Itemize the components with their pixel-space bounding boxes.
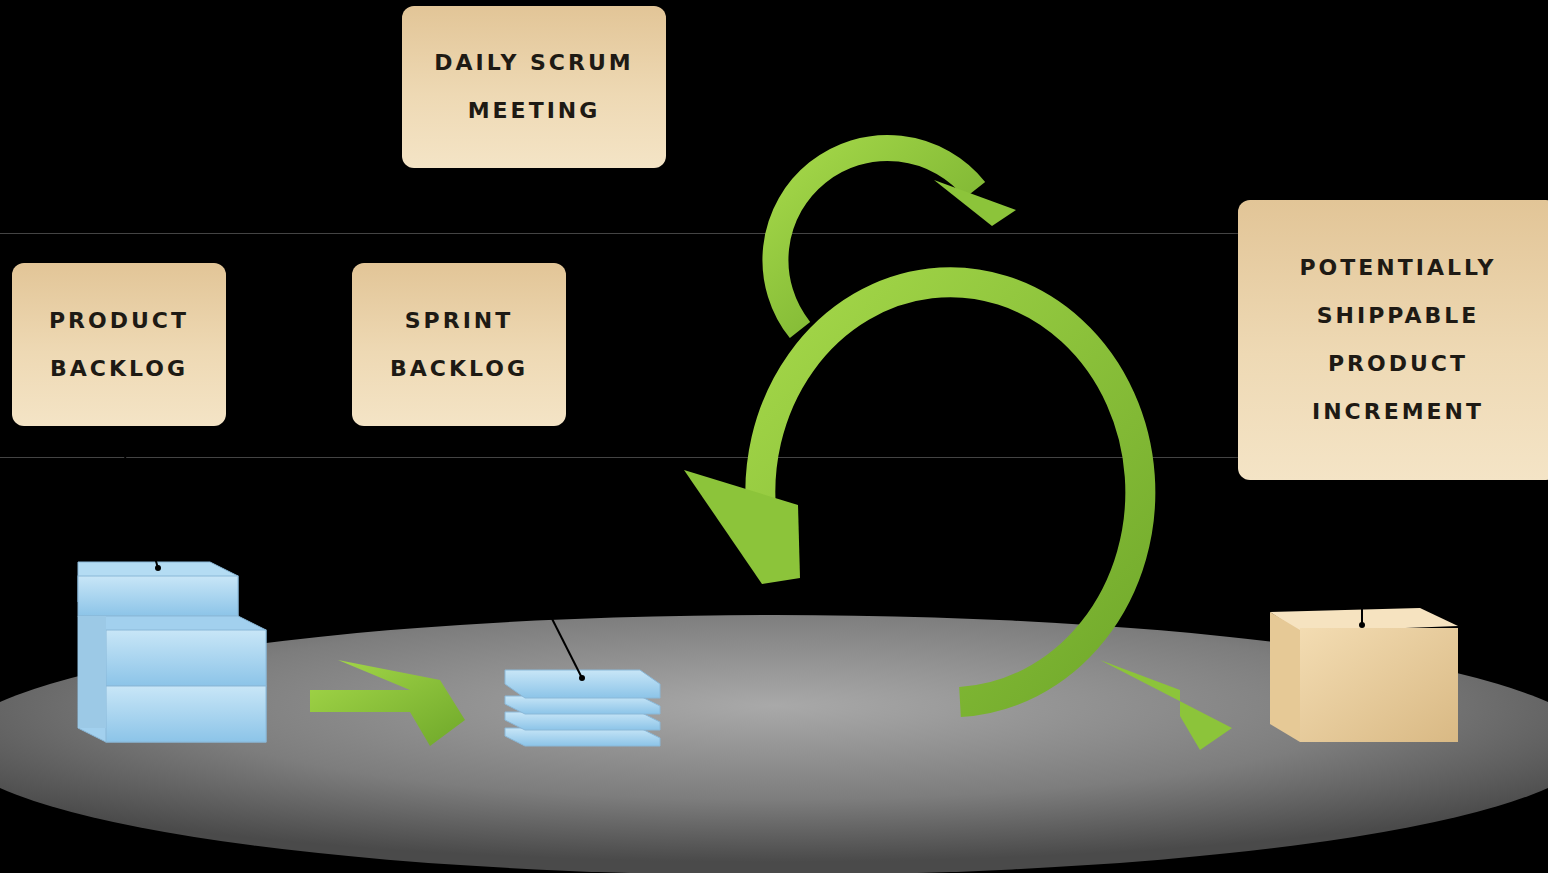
label-box: POTENTIALLY SHIPPABLE PRODUCT INCREMENT [1238, 200, 1548, 480]
label-box: SPRINT BACKLOG [352, 263, 566, 426]
sprint-loop [684, 148, 1232, 750]
leader-dots [155, 165, 1365, 681]
shipping-box [1270, 608, 1458, 742]
label-box: PRODUCT BACKLOG [12, 263, 226, 426]
guide-line [0, 233, 1238, 234]
label-box: DAILY SCRUM MEETING [402, 6, 666, 168]
leader-lines [125, 168, 1362, 678]
box-label: SPRINT BACKLOG [362, 297, 556, 393]
box-label: PRODUCT BACKLOG [22, 297, 216, 393]
box-label: DAILY SCRUM MEETING [412, 39, 656, 135]
floor-ellipse [0, 615, 1548, 873]
sprint-plates [505, 670, 660, 746]
backlog-blocks [78, 562, 266, 742]
flow-arrow [310, 660, 465, 746]
box-label: POTENTIALLY SHIPPABLE PRODUCT INCREMENT [1248, 244, 1548, 436]
